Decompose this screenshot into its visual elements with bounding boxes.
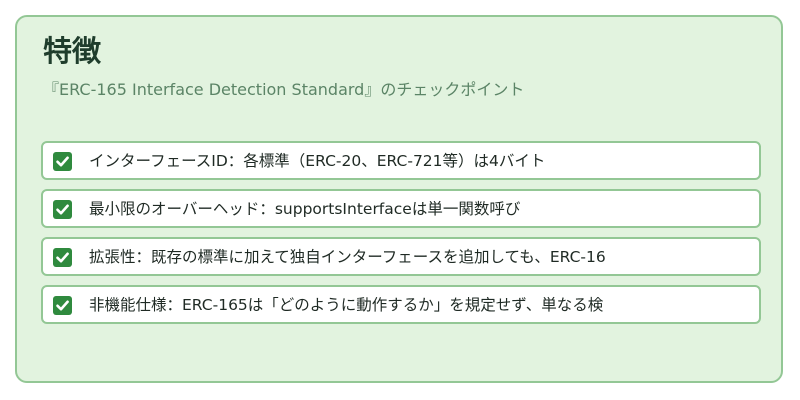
checklist-item-1: インターフェースID：各標準（ERC-20、ERC-721等）は4バイト: [41, 141, 761, 180]
checklist-item-text: 非機能仕様：ERC-165は「どのように動作するか」を規定せず、単なる検: [89, 296, 604, 314]
checklist-item-3: 拡張性：既存の標準に加えて独自インターフェースを追加しても、ERC-16: [41, 237, 761, 276]
card-subtitle: 『ERC-165 Interface Detection Standard』のチ…: [43, 80, 525, 99]
checkbox-checked-icon[interactable]: [53, 152, 72, 171]
checklist-item-text: 最小限のオーバーヘッド：supportsInterfaceは単一関数呼び: [89, 200, 521, 218]
checkbox-checked-icon[interactable]: [53, 248, 72, 267]
checklist-item-2: 最小限のオーバーヘッド：supportsInterfaceは単一関数呼び: [41, 189, 761, 228]
checklist-item-text: 拡張性：既存の標準に加えて独自インターフェースを追加しても、ERC-16: [89, 248, 606, 266]
checklist: インターフェースID：各標準（ERC-20、ERC-721等）は4バイト 最小限…: [41, 141, 761, 333]
checkbox-checked-icon[interactable]: [53, 296, 72, 315]
features-card: 特徴 『ERC-165 Interface Detection Standard…: [15, 15, 783, 383]
card-title: 特徴: [43, 34, 102, 68]
checklist-item-4: 非機能仕様：ERC-165は「どのように動作するか」を規定せず、単なる検: [41, 285, 761, 324]
checklist-item-text: インターフェースID：各標準（ERC-20、ERC-721等）は4バイト: [89, 152, 546, 170]
checkbox-checked-icon[interactable]: [53, 200, 72, 219]
